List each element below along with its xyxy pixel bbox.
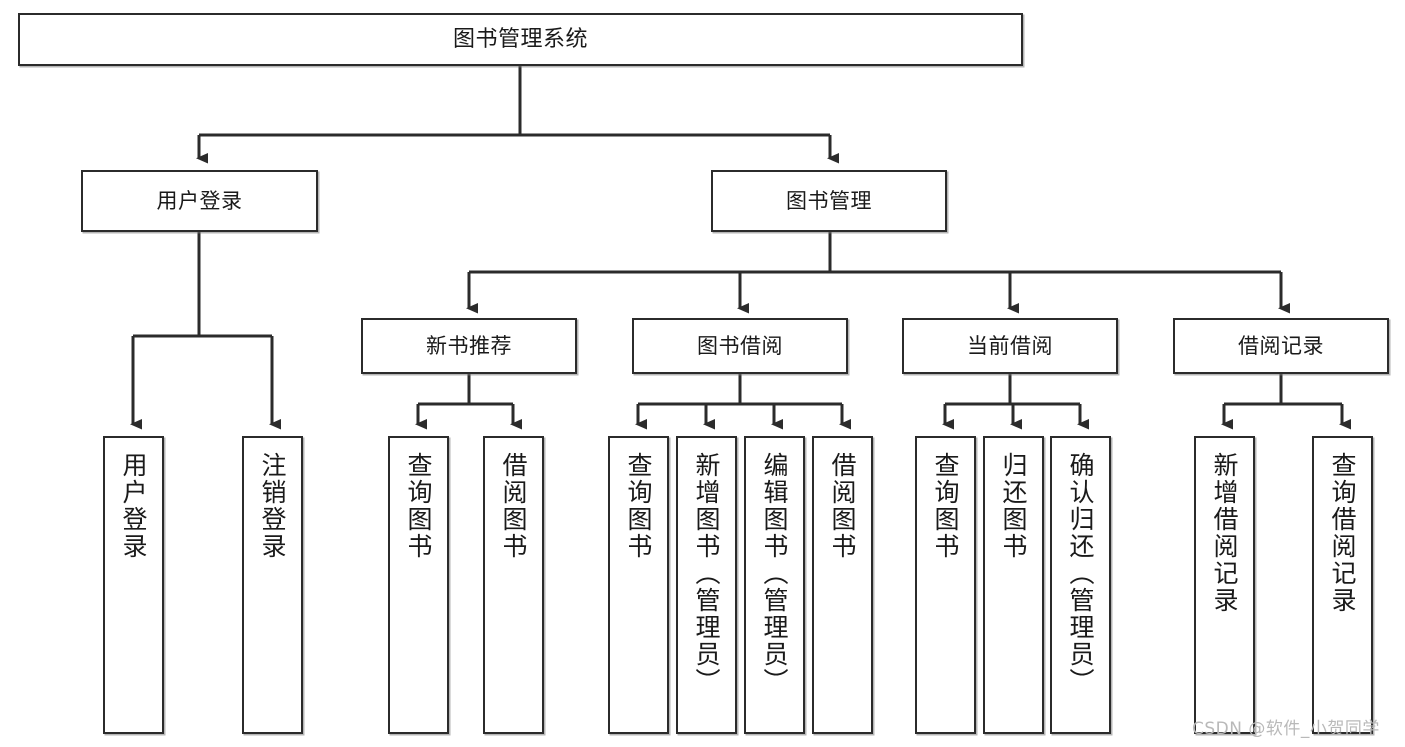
node-leaf-query-record[interactable]: 查询借阅记录 [1312,436,1373,734]
node-leaf-confirm-return[interactable]: 确认归还（管理员） [1050,436,1111,734]
node-leaf-edit-book[interactable]: 编辑图书（管理员） [744,436,805,734]
node-leaf-return-book[interactable]: 归还图书 [983,436,1044,734]
node-new-book-rec[interactable]: 新书推荐 [361,318,577,374]
node-leaf-query-record-label: 查询借阅记录 [1328,452,1357,614]
node-leaf-edit-book-label: 编辑图书（管理员） [760,452,789,695]
watermark-text: CSDN @软件_小贺同学 [1192,714,1380,739]
node-leaf-add-book[interactable]: 新增图书（管理员） [676,436,737,734]
node-borrow-record[interactable]: 借阅记录 [1173,318,1389,374]
node-leaf-borrow-book-1[interactable]: 借阅图书 [483,436,544,734]
node-leaf-query-book-2-label: 查询图书 [624,452,653,560]
node-leaf-add-book-label: 新增图书（管理员） [692,452,721,695]
node-leaf-borrow-book-1-label: 借阅图书 [499,452,528,560]
node-leaf-return-book-label: 归还图书 [999,452,1028,560]
node-root[interactable]: 图书管理系统 [18,13,1023,66]
node-leaf-logout[interactable]: 注销登录 [242,436,303,734]
node-user-login[interactable]: 用户登录 [81,170,318,232]
node-leaf-query-book-2[interactable]: 查询图书 [608,436,669,734]
node-book-manage-label: 图书管理 [786,188,872,213]
node-leaf-user-login[interactable]: 用户登录 [103,436,164,734]
node-leaf-query-book-3-label: 查询图书 [931,452,960,560]
node-book-borrow[interactable]: 图书借阅 [632,318,848,374]
node-book-manage[interactable]: 图书管理 [711,170,947,232]
node-leaf-confirm-return-label: 确认归还（管理员） [1066,452,1095,695]
node-leaf-borrow-book-2-label: 借阅图书 [828,452,857,560]
node-book-borrow-label: 图书借阅 [697,333,783,358]
node-current-borrow[interactable]: 当前借阅 [902,318,1118,374]
node-leaf-add-record[interactable]: 新增借阅记录 [1194,436,1255,734]
node-leaf-user-login-label: 用户登录 [119,452,148,560]
node-leaf-query-book-1-label: 查询图书 [404,452,433,560]
node-leaf-logout-label: 注销登录 [258,452,287,560]
watermark-label: CSDN @软件_小贺同学 [1192,719,1380,739]
node-leaf-borrow-book-2[interactable]: 借阅图书 [812,436,873,734]
node-user-login-label: 用户登录 [156,188,243,213]
node-root-label: 图书管理系统 [452,26,588,52]
node-new-book-rec-label: 新书推荐 [426,333,512,358]
node-leaf-query-book-3[interactable]: 查询图书 [915,436,976,734]
node-leaf-query-book-1[interactable]: 查询图书 [388,436,449,734]
node-current-borrow-label: 当前借阅 [967,333,1053,358]
node-borrow-record-label: 借阅记录 [1238,333,1324,358]
node-leaf-add-record-label: 新增借阅记录 [1210,452,1239,614]
